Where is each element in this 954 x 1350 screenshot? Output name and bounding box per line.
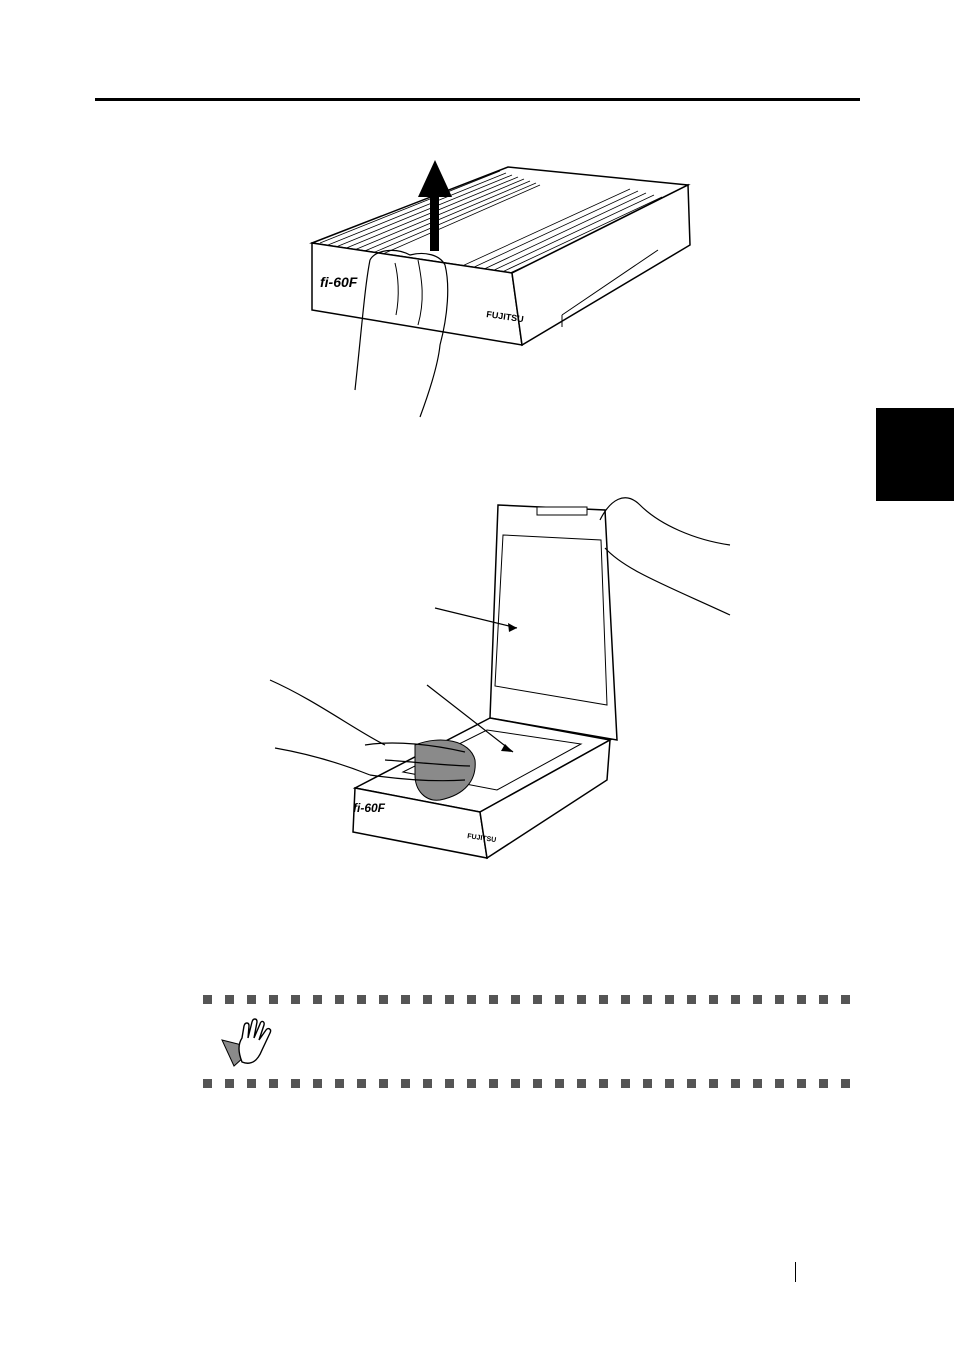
hint-top-border — [203, 995, 853, 1005]
page-number-divider — [795, 1262, 796, 1282]
hand-icon — [600, 498, 730, 615]
scanner-closed-illustration: fi-60F FUJITSU — [300, 155, 700, 425]
figure-remove-cover: fi-60F FUJITSU — [300, 155, 700, 425]
chapter-side-tab — [876, 408, 954, 501]
figure-clean-glass: fi-60F FUJITSU — [265, 490, 745, 865]
scanner-open-illustration: fi-60F FUJITSU — [265, 490, 745, 865]
header-rule — [95, 98, 860, 101]
attention-hand-icon — [220, 1018, 278, 1068]
hint-bottom-border — [203, 1079, 853, 1089]
model-logo-2: fi-60F — [353, 801, 386, 815]
model-logo: fi-60F — [320, 274, 358, 290]
